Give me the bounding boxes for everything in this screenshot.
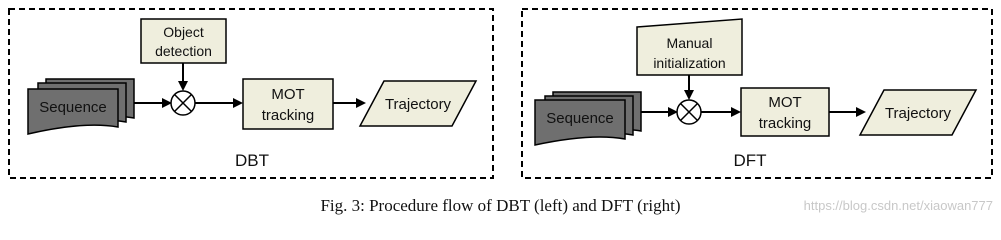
dbt-trajectory-label: Trajectory bbox=[385, 96, 452, 113]
figure-caption: Fig. 3: Procedure flow of DBT (left) and… bbox=[320, 196, 681, 215]
dft-mot-label-line1: MOT bbox=[768, 94, 801, 111]
dbt-sequence-stack: Sequence bbox=[27, 78, 135, 135]
dft-mot-tracking-box: MOT tracking bbox=[740, 87, 830, 137]
dft-panel-border bbox=[521, 8, 993, 179]
dft-panel-label: DFT bbox=[733, 151, 766, 170]
dft-mot-label-line2: tracking bbox=[759, 115, 812, 132]
dbt-sequence-label: Sequence bbox=[39, 99, 107, 116]
dbt-mot-label-line2: tracking bbox=[262, 107, 315, 124]
manual-initialization-shape: Manual initialization bbox=[636, 18, 743, 76]
object-detection-label-line1: Object bbox=[163, 24, 204, 40]
procedure-flow-figure: Object detection Sequence MOT tracking bbox=[8, 8, 993, 179]
dft-sequence-label: Sequence bbox=[546, 110, 614, 127]
dbt-panel: Object detection Sequence MOT tracking bbox=[8, 8, 494, 179]
dbt-sequence-shape bbox=[27, 88, 119, 135]
dft-sequence-shape bbox=[534, 99, 626, 146]
dft-sequence-stack: Sequence bbox=[534, 91, 642, 146]
dft-combiner-symbol bbox=[676, 99, 702, 125]
watermark-url: https://blog.csdn.net/xiaowan777 bbox=[803, 198, 993, 213]
dbt-combiner-symbol bbox=[170, 90, 196, 116]
manual-initialization-label-line2: initialization bbox=[653, 55, 725, 71]
object-detection-box: Object detection bbox=[140, 18, 227, 64]
dft-trajectory-shape: Trajectory bbox=[858, 89, 978, 136]
dft-trajectory-label: Trajectory bbox=[885, 105, 952, 122]
dbt-mot-label-line1: MOT bbox=[271, 86, 304, 103]
manual-initialization-label-line1: Manual bbox=[667, 35, 713, 51]
object-detection-label-line2: detection bbox=[155, 43, 212, 59]
dbt-panel-label: DBT bbox=[235, 151, 269, 170]
dbt-trajectory-shape: Trajectory bbox=[358, 80, 478, 127]
dbt-mot-tracking-box: MOT tracking bbox=[242, 78, 334, 130]
dbt-panel-border bbox=[8, 8, 494, 179]
dft-panel: Manual initialization Sequence MOT track… bbox=[521, 8, 993, 179]
